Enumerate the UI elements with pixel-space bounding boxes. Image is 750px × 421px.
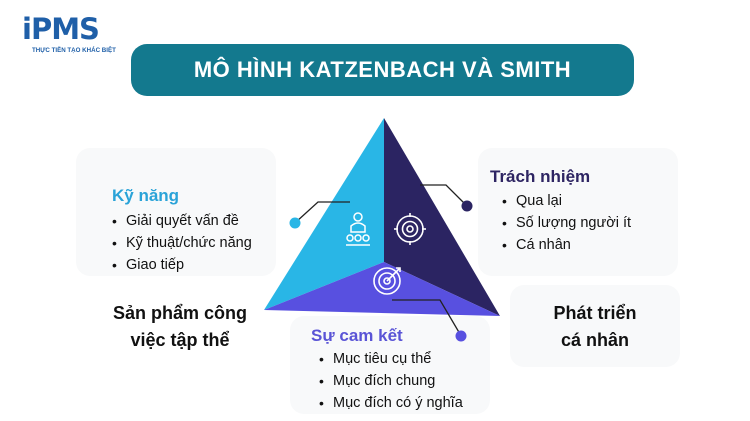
personal-growth-label: Phát triển cá nhân: [520, 300, 670, 354]
list-item: Cá nhân: [502, 234, 631, 256]
gear-cog-icon: [394, 213, 426, 245]
skills-connector: [289, 201, 350, 229]
triangle-face-accountability: [384, 118, 500, 316]
collective-work-products-label: Sản phẩm công việc tập thể: [100, 300, 260, 354]
list-item: Kỹ thuật/chức năng: [112, 232, 252, 254]
commitment-connector: [392, 299, 467, 342]
corner-left-line-1: Sản phẩm công: [112, 303, 247, 323]
commitment-section: Sự cam kết Mục tiêu cụ thể Mục đích chun…: [311, 326, 463, 414]
skills-section: Kỹ năng Giải quyết vấn đề Kỹ thuật/chức …: [112, 186, 252, 276]
list-item: Qua lại: [502, 190, 631, 212]
list-item: Giải quyết vấn đề: [112, 210, 252, 232]
logo-tagline: THỰC TIỄN TẠO KHÁC BIỆT: [32, 47, 116, 54]
list-item: Mục tiêu cụ thể: [319, 348, 463, 370]
logo-wordmark: iPMS: [22, 12, 100, 46]
skills-list: Giải quyết vấn đề Kỹ thuật/chức năng Gia…: [112, 210, 252, 276]
accountability-section: Trách nhiệm Qua lại Số lượng người ít Cá…: [490, 167, 631, 256]
title-banner: MÔ HÌNH KATZENBACH VÀ SMITH: [131, 44, 634, 96]
triangle-face-skills: [264, 118, 384, 310]
corner-right-line-1: Phát triển: [553, 303, 637, 323]
page-title: MÔ HÌNH KATZENBACH VÀ SMITH: [193, 57, 572, 82]
accountability-connector: [420, 184, 473, 212]
ipms-logo: iPMS THỰC TIỄN TẠO KHÁC BIỆT: [22, 14, 117, 58]
corner-right-line-2: cá nhân: [560, 330, 630, 350]
team-people-icon: [346, 212, 370, 246]
commitment-heading: Sự cam kết: [311, 326, 403, 345]
list-item: Mục đích chung: [319, 370, 463, 392]
list-item: Giao tiếp: [112, 254, 252, 276]
personal-growth-panel: [510, 285, 680, 367]
accountability-list: Qua lại Số lượng người ít Cá nhân: [490, 190, 631, 256]
target-dart-icon: [373, 267, 401, 295]
skills-heading: Kỹ năng: [112, 186, 180, 205]
list-item: Số lượng người ít: [502, 212, 631, 234]
commitment-list: Mục tiêu cụ thể Mục đích chung Mục đích …: [311, 348, 463, 414]
corner-left-line-2: việc tập thể: [130, 330, 230, 350]
accountability-heading: Trách nhiệm: [490, 167, 591, 186]
list-item: Mục đích có ý nghĩa: [319, 392, 463, 414]
